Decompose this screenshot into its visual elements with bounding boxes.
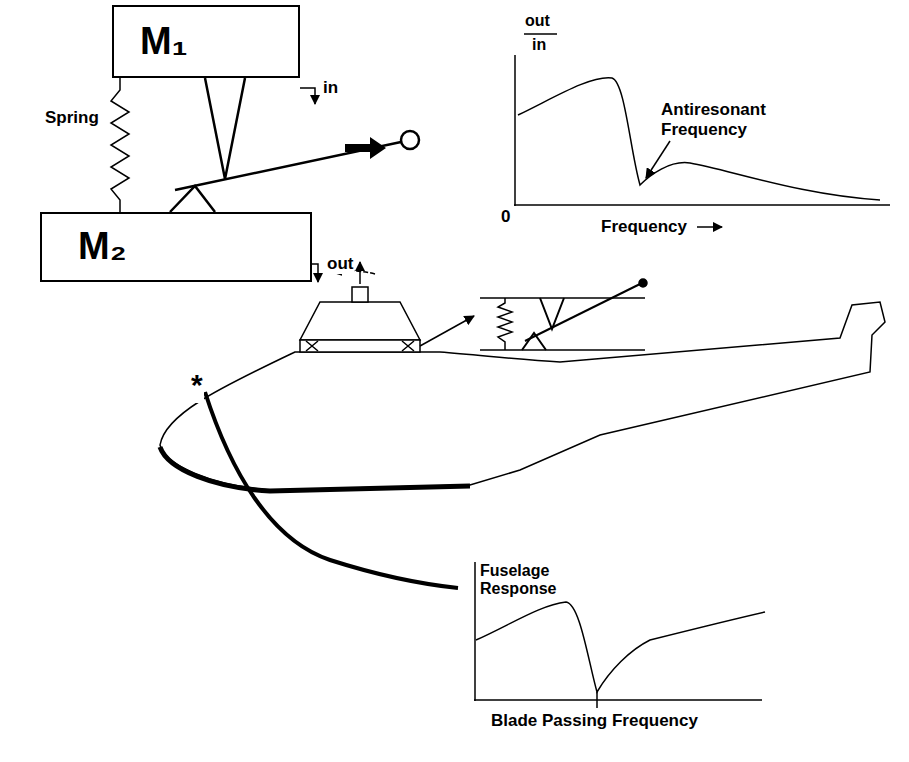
location-marker: * bbox=[190, 368, 204, 403]
gearbox bbox=[300, 262, 474, 352]
helicopter-fuselage bbox=[160, 302, 885, 491]
frequency-marker: Blade Passing Frequency bbox=[490, 711, 699, 731]
mass-label: M₁ bbox=[140, 21, 187, 63]
antiresonance-callout: Antiresonant Frequency bbox=[660, 100, 787, 139]
axis-origin: 0 bbox=[500, 207, 511, 227]
input-label: in bbox=[322, 78, 339, 98]
mass-block: M₁ bbox=[112, 5, 300, 78]
isolator-inset bbox=[480, 279, 647, 350]
ratio-numerator: out bbox=[524, 12, 551, 30]
axis-title: Fuselage Response bbox=[479, 562, 561, 599]
leader-line bbox=[205, 392, 458, 588]
lever-linkage bbox=[170, 78, 419, 212]
axis-title: Frequency bbox=[600, 217, 688, 237]
spring-connector bbox=[111, 78, 129, 212]
fuselage-response-graph bbox=[474, 562, 765, 708]
mass-block: M₂ bbox=[40, 212, 312, 282]
ratio-denominator: in bbox=[531, 36, 547, 54]
mass-label: M₂ bbox=[78, 226, 127, 268]
response-graph bbox=[514, 34, 890, 227]
output-label: out bbox=[326, 254, 354, 274]
transfer-arrow bbox=[345, 137, 386, 159]
spring-label: Spring bbox=[44, 108, 100, 128]
